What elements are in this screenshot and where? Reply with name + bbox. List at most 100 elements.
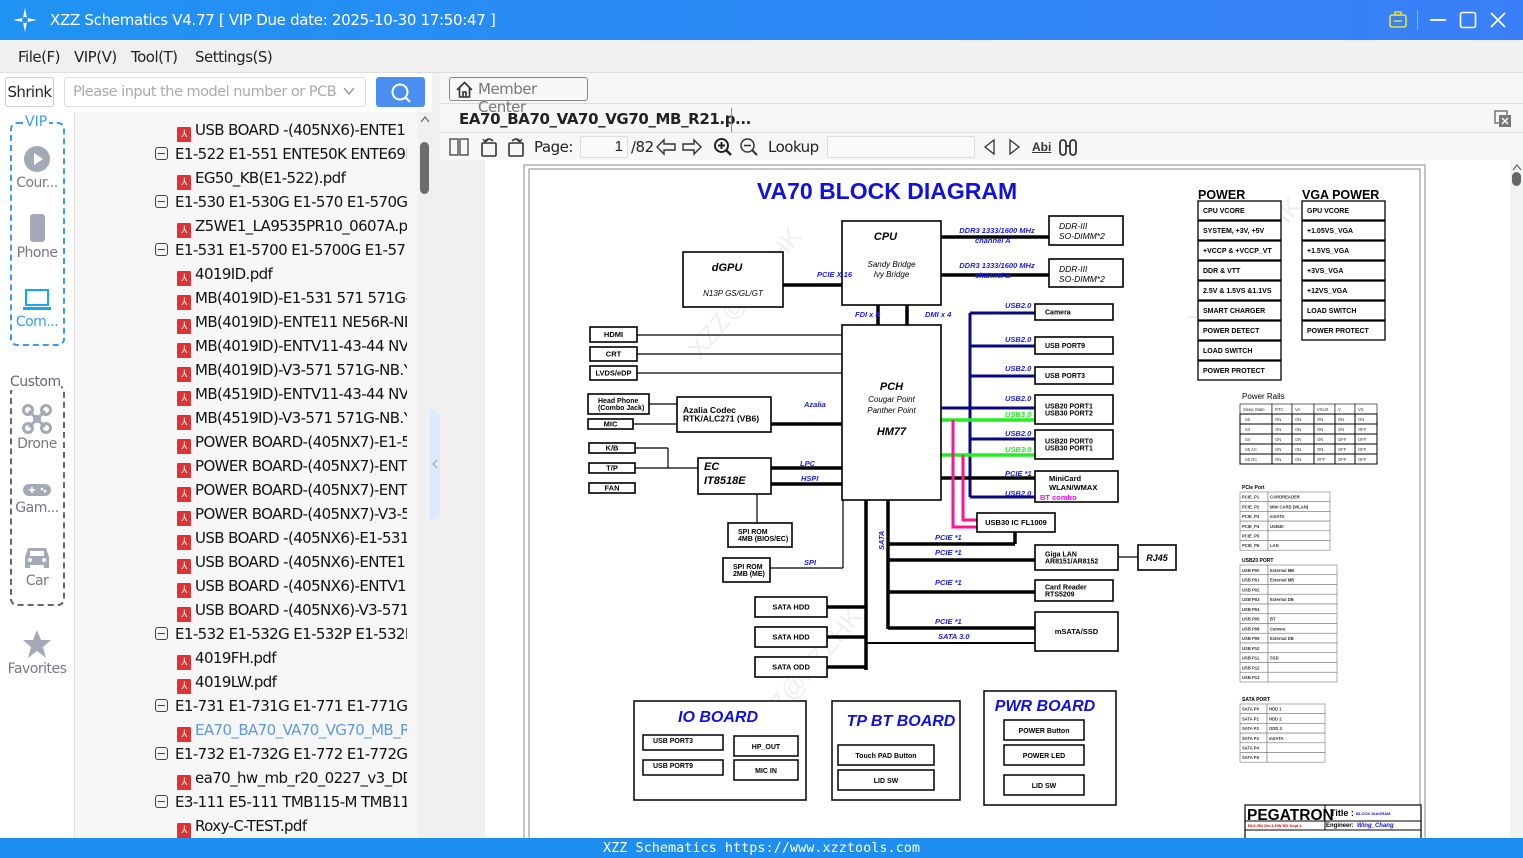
pdf-icon: ⅄ xyxy=(177,535,191,550)
close-icon[interactable] xyxy=(1489,11,1507,29)
tree-file[interactable]: ⅄MB(4019ID)-V3-571 571G-NB.Y xyxy=(177,358,407,382)
rotate-right-icon[interactable] xyxy=(506,137,526,157)
document-scrollbar[interactable] xyxy=(1510,160,1523,838)
member-center-button[interactable]: Member Center xyxy=(449,77,588,116)
tree-scrollbar[interactable] xyxy=(418,112,432,838)
sidebar-item-favorites[interactable]: Favorites xyxy=(2,629,72,677)
menu-vip[interactable]: VIP(V) xyxy=(74,48,117,66)
collapse-icon[interactable] xyxy=(155,747,168,760)
menu-settings[interactable]: Settings(S) xyxy=(195,48,273,66)
tree-file[interactable]: ⅄POWER BOARD-(405NX7)-E1-5 xyxy=(177,430,407,454)
match-case-button[interactable]: Abi xyxy=(1032,140,1052,154)
tree-file[interactable]: ⅄USB BOARD -(405NX6)-ENTV11 xyxy=(177,574,407,598)
shrink-button[interactable]: Shrink xyxy=(5,77,54,107)
tree-file[interactable]: ⅄POWER BOARD-(405NX7)-V3-5 xyxy=(177,502,407,526)
tree-folder[interactable]: E1-532 E1-532G E1-532P E1-532PG xyxy=(155,622,407,646)
tree-folder[interactable]: E1-522 E1-551 ENTE50K ENTE69KB xyxy=(155,142,407,166)
sidebar-item-car[interactable]: Car xyxy=(7,545,67,589)
collapse-icon[interactable] xyxy=(155,699,168,712)
binoculars-icon[interactable] xyxy=(1058,137,1078,157)
member-center-label: Member Center xyxy=(478,80,537,116)
tree-item-label: MB(4519ID)-V3-571 571G-NB.Y xyxy=(195,409,407,427)
table-cell-text: PCIE_P6 xyxy=(1242,543,1260,548)
menu-tool[interactable]: Tool(T) xyxy=(131,48,178,66)
collapse-icon[interactable] xyxy=(155,627,168,640)
tree-file[interactable]: ⅄4019FH.pdf xyxy=(177,646,407,670)
sidebar-item-games[interactable]: Gam... xyxy=(7,482,67,516)
zoom-out-icon[interactable] xyxy=(739,137,759,157)
tree-file[interactable]: ⅄POWER BOARD-(405NX7)-ENTV xyxy=(177,478,407,502)
collapse-icon[interactable] xyxy=(155,243,168,256)
lookup-input[interactable] xyxy=(827,136,975,158)
find-previous-icon[interactable] xyxy=(982,138,996,156)
tree-file[interactable]: ⅄POWER BOARD-(405NX7)-ENTE xyxy=(177,454,407,478)
block-label: USB30 IC FL1009 xyxy=(985,518,1047,527)
zoom-in-icon[interactable] xyxy=(713,137,733,157)
previous-page-icon[interactable] xyxy=(656,138,676,156)
collapse-icon[interactable] xyxy=(155,195,168,208)
page-number-input[interactable]: 1 xyxy=(580,136,628,158)
rotate-left-icon[interactable] xyxy=(479,137,499,157)
panel-collapse-handle[interactable] xyxy=(430,410,440,520)
bus-label: SATA xyxy=(877,531,886,550)
tree-file[interactable]: ⅄EA70_BA70_VA70_VG70_MB_R2 xyxy=(177,718,407,742)
tree-file[interactable]: ⅄USB BOARD -(405NX6)-ENTE11 xyxy=(177,550,407,574)
table-title: USB20 PORT xyxy=(1242,558,1273,564)
tree-folder[interactable]: E1-732 E1-732G E1-772 E1-772G xyxy=(155,742,407,766)
briefcase-icon[interactable] xyxy=(1389,11,1407,28)
collapse-icon[interactable] xyxy=(155,147,168,160)
find-next-icon[interactable] xyxy=(1008,138,1022,156)
sidebar-item-drone[interactable]: Drone xyxy=(7,404,67,452)
board-item xyxy=(733,759,799,781)
tree-file[interactable]: ⅄USB BOARD -(405NX6)-V3-571 xyxy=(177,598,407,622)
block-headphone xyxy=(587,393,650,415)
block-label: Giga LAN xyxy=(1045,551,1077,558)
tree-file[interactable]: ⅄4019ID.pdf xyxy=(177,262,407,286)
table-cell-text: External DB xyxy=(1270,636,1294,641)
minimize-icon[interactable] xyxy=(1429,11,1447,29)
table-cell-text: USB P10 xyxy=(1242,646,1260,651)
tree-folder[interactable]: E3-111 E5-111 TMB115-M TMB115 xyxy=(155,790,407,814)
tree-file[interactable]: ⅄MB(4019ID)-ENTV11-43-44 NV5 xyxy=(177,334,407,358)
tree-file[interactable]: ⅄MB(4519ID)-V3-571 571G-NB.Y xyxy=(177,406,407,430)
scroll-up-icon[interactable] xyxy=(420,116,430,123)
collapse-icon[interactable] xyxy=(155,795,168,808)
two-page-view-icon[interactable] xyxy=(449,138,469,156)
tree-file[interactable]: ⅄MB(4019ID)-E1-531 571 571G-N xyxy=(177,286,407,310)
tree-file[interactable]: ⅄EG50_KB(E1-522).pdf xyxy=(177,166,407,190)
tree-file[interactable]: ⅄ea70_hw_mb_r20_0227_v3_DDR xyxy=(177,766,407,790)
tree-scroll-thumb[interactable] xyxy=(420,142,429,194)
document-scroll-thumb[interactable] xyxy=(1512,172,1521,186)
tree-folder[interactable]: E1-731 E1-731G E1-771 E1-771G xyxy=(155,694,407,718)
block-mic xyxy=(587,418,634,430)
tree-file[interactable]: ⅄Roxy-C-TEST.pdf xyxy=(177,814,407,838)
close-document-icon[interactable] xyxy=(1494,110,1512,128)
pdf-icon: ⅄ xyxy=(177,463,191,478)
next-page-icon[interactable] xyxy=(682,138,702,156)
tree-file[interactable]: ⅄Z5WE1_LA9535PR10_0607A.pdf xyxy=(177,214,407,238)
model-search-input[interactable]: Please input the model number or PCB xyxy=(64,77,366,107)
scroll-up-icon[interactable] xyxy=(1512,164,1522,171)
sidebar-item-computer[interactable]: Com... xyxy=(7,288,67,330)
tree-file[interactable]: ⅄USB BOARD -(405NX6)-E1-531 5 xyxy=(177,526,407,550)
sidebar-item-phone[interactable]: Phone xyxy=(7,213,67,261)
table-cell-text: SATA P1 xyxy=(1242,716,1260,721)
pdf-icon: ⅄ xyxy=(177,823,191,838)
search-button[interactable] xyxy=(376,77,425,107)
tree-file[interactable]: ⅄MB(4019ID)-ENTE11 NE56R-NB xyxy=(177,310,407,334)
tree-folder[interactable]: E1-531 E1-5700 E1-5700G E1-571 E xyxy=(155,238,407,262)
table-cell-text: mSATA xyxy=(1270,514,1285,519)
bus-label: USB2.0 xyxy=(1005,335,1032,344)
board-item xyxy=(837,744,935,766)
tree-file[interactable]: ⅄MB(4519ID)-ENTV11-43-44 NV5 xyxy=(177,382,407,406)
maximize-icon[interactable] xyxy=(1459,11,1477,29)
menu-file[interactable]: File(F) xyxy=(18,48,60,66)
document-tab[interactable]: EA70_BA70_VA70_VG70_MB_R21.p... xyxy=(459,110,751,128)
tree-folder[interactable]: E1-530 E1-530G E1-570 E1-570G xyxy=(155,190,407,214)
sidebar-item-courses[interactable]: Cour... xyxy=(7,145,67,191)
chevron-down-icon[interactable] xyxy=(343,87,355,96)
tree-file[interactable]: ⅄4019LW.pdf xyxy=(177,670,407,694)
bus-label: PCIE *1 xyxy=(935,578,962,587)
pdf-icon: ⅄ xyxy=(177,655,191,670)
tree-file[interactable]: ⅄USB BOARD -(405NX6)-ENTE11 xyxy=(177,118,407,142)
